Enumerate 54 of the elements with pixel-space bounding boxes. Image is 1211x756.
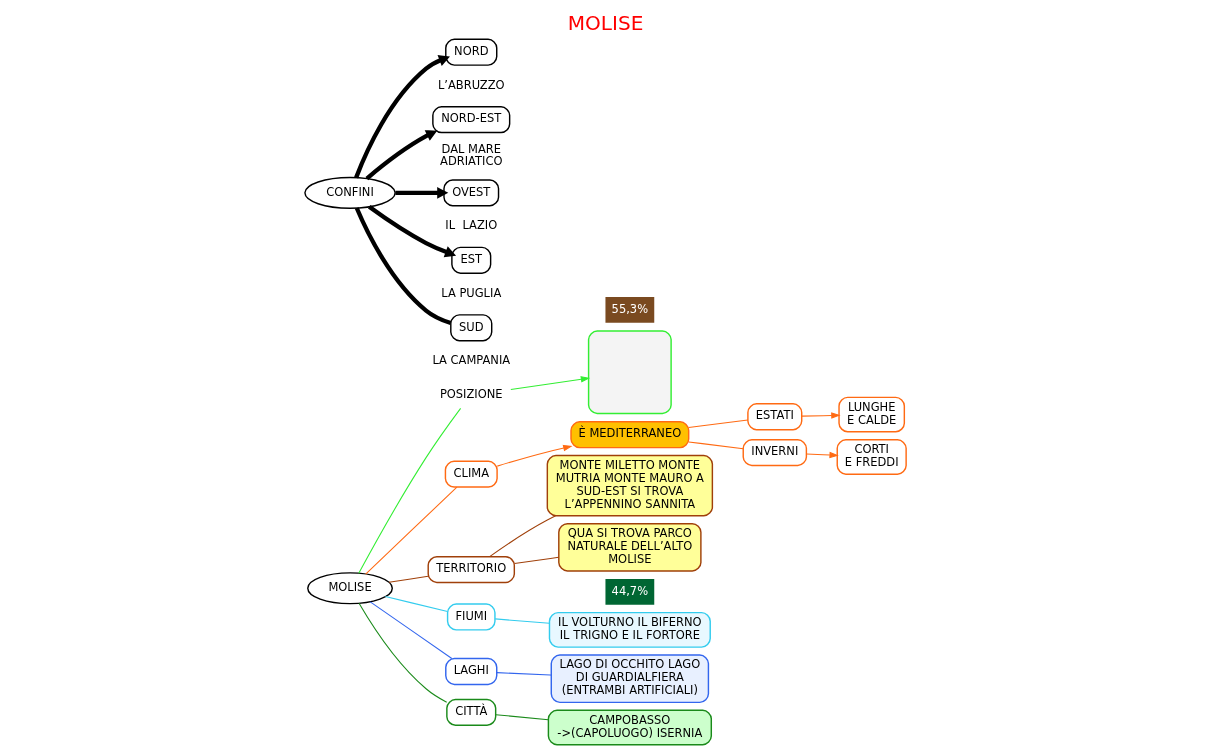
node-box: È MEDITERRANEO (570, 421, 690, 449)
connector (365, 486, 458, 575)
arrow (510, 376, 591, 391)
node-label: DAL MARE ADRIATICO (440, 141, 503, 169)
label: 55,3% (611, 301, 649, 316)
arrow (801, 412, 841, 419)
node-label: LA CAMPANIA (432, 353, 511, 368)
connector (354, 207, 452, 326)
node-ellipse: CONFINI (304, 176, 396, 209)
node-ellipse: MOLISE (307, 572, 393, 605)
connector (489, 515, 557, 558)
node-box: OVEST (443, 179, 500, 207)
node-box: CORTI E FREDDI (836, 439, 907, 475)
arrow (354, 55, 450, 179)
arrow (395, 187, 449, 199)
arrow (805, 451, 839, 459)
node-box: SUD (450, 314, 493, 342)
node-box: QUA SI TROVA PARCO NATURALE DELL’ALTO MOLISE (558, 522, 702, 572)
connector (496, 672, 552, 676)
connector (513, 556, 560, 565)
diagram-title: MOLISE (567, 11, 644, 36)
connector (495, 714, 549, 721)
node-box: CITTÀ (446, 698, 497, 727)
arrow (365, 130, 438, 181)
node-label: L’ABRUZZO (437, 77, 505, 92)
connector (384, 596, 449, 612)
node-box: EST (451, 246, 492, 274)
node-box: LAGHI (445, 657, 498, 686)
node-label: LA PUGLIA (441, 285, 502, 300)
node-box: INVERNI (742, 439, 808, 467)
connector (358, 602, 448, 703)
node-box: IL VOLTURNO IL BIFERNO IL TRIGNO E IL FORTORE (548, 611, 711, 648)
connector (688, 419, 749, 428)
node-box: CLIMA (444, 460, 498, 488)
node-box (587, 330, 672, 415)
node-text: POSIZIONE (439, 386, 503, 401)
connector (494, 618, 550, 624)
connector (388, 575, 429, 583)
connector (358, 407, 462, 574)
node-box: NORD (445, 38, 498, 66)
node-box: NORD-EST (432, 106, 511, 134)
connector (369, 601, 453, 660)
node-label: IL LAZIO (445, 218, 498, 233)
node-box: TERRITORIO (427, 555, 516, 584)
node-box: FIUMI (446, 603, 496, 631)
arrow (367, 205, 457, 258)
node-box: MONTE MILETTO MONTE MUTRIA MONTE MAURO A SUD-EST SI TROVA L’APPENNINO SANNITA (546, 454, 714, 517)
node-box: LUNGHE E CALDE (838, 396, 906, 433)
node-box: ESTATI (747, 403, 803, 431)
arrow (496, 444, 573, 467)
connector (688, 441, 744, 450)
label: 44,7% (611, 583, 649, 598)
node-box: CAMPOBASSO ->(CAPOLUOGO) ISERNIA (547, 709, 712, 746)
node-box: LAGO DI OCCHITO LAGO DI GUARDIALFIERA (ENTRAMBI ARTIFICIALI) (550, 654, 710, 704)
